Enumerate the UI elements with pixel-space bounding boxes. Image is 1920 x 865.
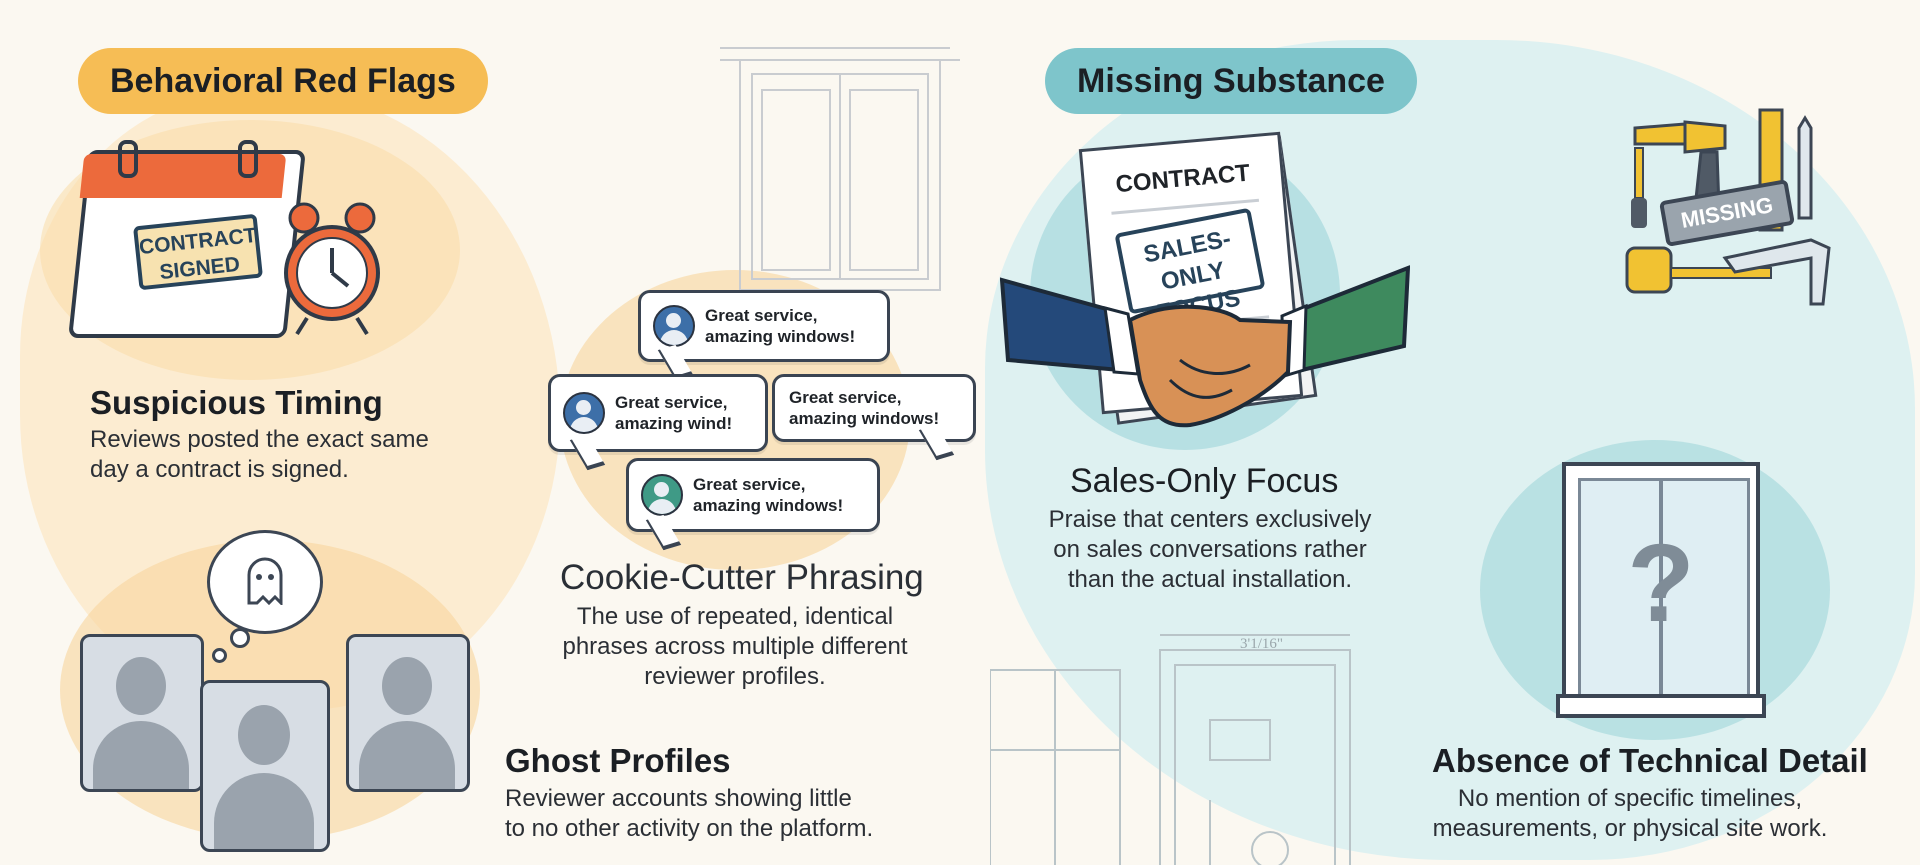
sales-only-description: Praise that centers exclusively on sales…: [1048, 506, 1372, 593]
question-mark-icon: ?: [1627, 522, 1695, 645]
technical-detail-heading: Absence of Technical Detail: [1432, 742, 1868, 779]
cookie-cutter-heading: Cookie-Cutter Phrasing: [560, 558, 924, 597]
thought-bubble: [207, 530, 323, 634]
contract-document-title: CONTRACT: [1114, 159, 1252, 199]
suspicious-timing-heading: Suspicious Timing: [90, 384, 383, 421]
ghost-profile-card-right: [346, 634, 470, 792]
reviewer-avatar: [563, 392, 605, 434]
ghost-profiles-description: Reviewer accounts showing little to no o…: [505, 785, 874, 842]
alarm-clock-icon: [284, 202, 380, 336]
cookie-cutter-description: The use of repeated, identical phrases a…: [562, 603, 908, 690]
review-bubble: Great service,amazing wind!: [548, 374, 768, 471]
reviewer-avatar: [641, 474, 683, 516]
suspicious-timing-description: Reviews posted the exact same day a cont…: [90, 426, 429, 483]
calendar-icon: CONTRACT SIGNED: [68, 140, 306, 338]
review-bubble: Great service,amazing windows!: [638, 290, 890, 381]
blueprint-sketch: [990, 634, 1351, 865]
ghost-icon: [247, 557, 283, 605]
review-bubble: Great service,amazing windows!: [772, 374, 976, 461]
blueprint-dimension-label: 3'1/16": [1240, 636, 1283, 652]
handshake-icon: [1000, 265, 1410, 428]
sketch-window-illustration: [720, 47, 960, 291]
behavioral-red-flags-title: Behavioral Red Flags: [78, 48, 488, 114]
reviewer-avatar: [653, 305, 695, 347]
ghost-profile-card-center: [200, 680, 330, 852]
technical-detail-description: No mention of specific timelines, measur…: [1432, 785, 1828, 842]
missing-substance-title: Missing Substance: [1045, 48, 1417, 114]
window-icon: ?: [1562, 462, 1760, 718]
ghost-profiles-heading: Ghost Profiles: [505, 742, 731, 779]
contract-signed-stamp: CONTRACT SIGNED: [132, 213, 264, 291]
sales-only-heading: Sales-Only Focus: [1070, 462, 1339, 500]
window-sill: [1556, 694, 1766, 718]
review-bubble: Great service,amazing windows!: [626, 458, 880, 551]
ghost-profile-card-left: [80, 634, 204, 792]
